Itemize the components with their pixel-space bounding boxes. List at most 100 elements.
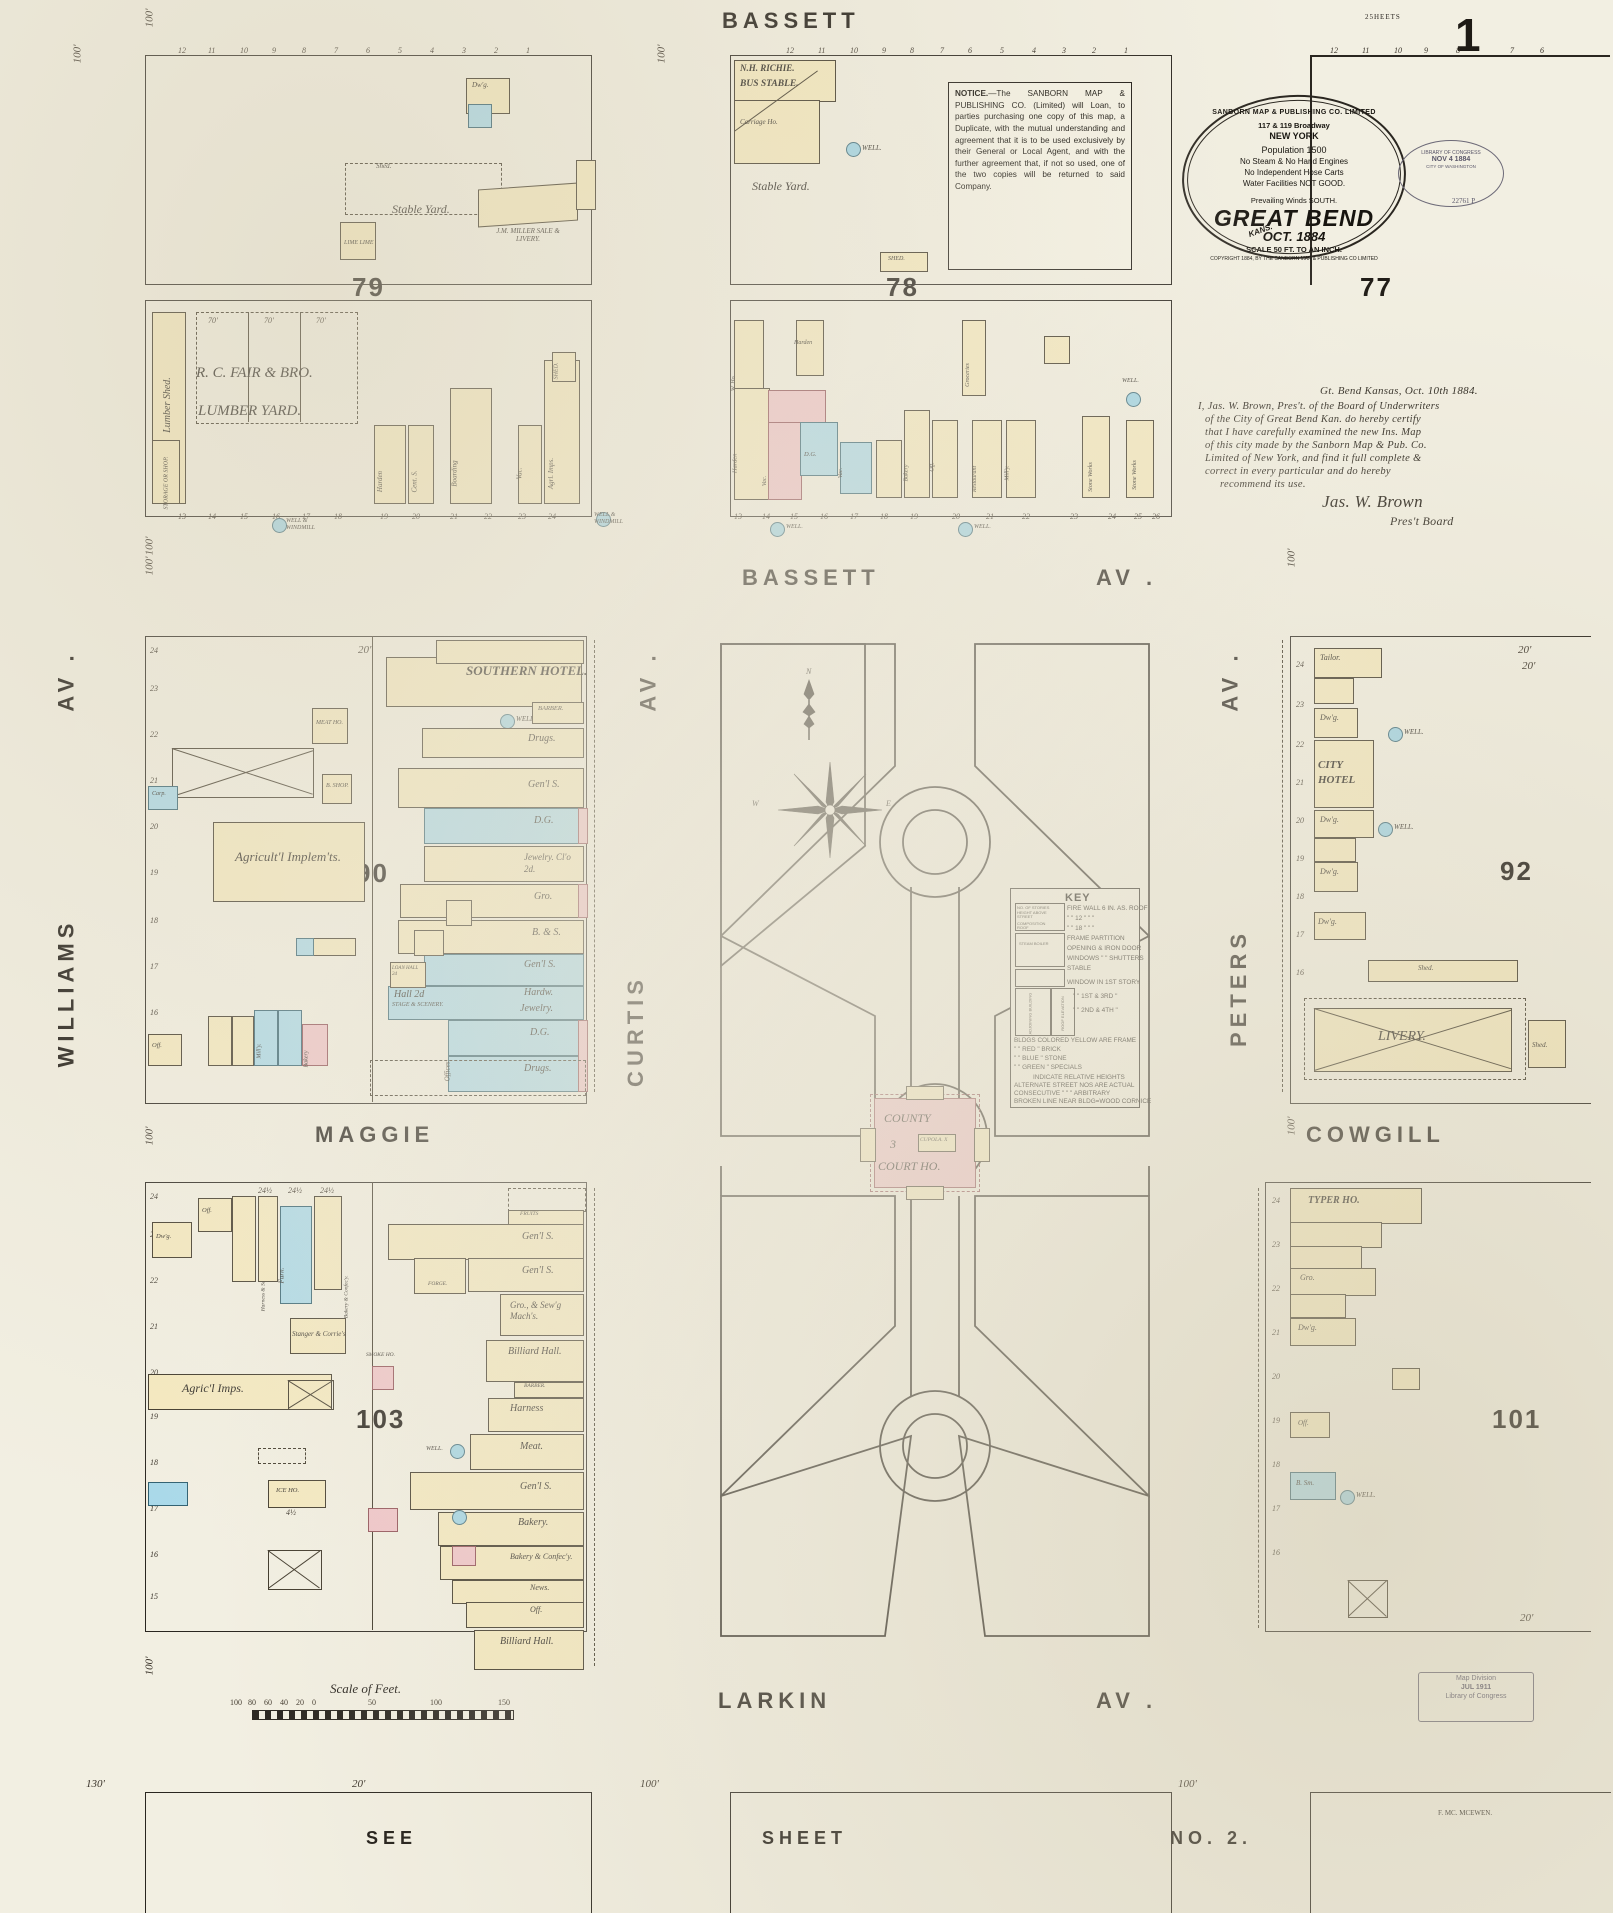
building-millinery-78b bbox=[1006, 420, 1036, 498]
well-78b-1 bbox=[770, 522, 785, 537]
label-gents-103a: Gen'l S. bbox=[522, 1231, 554, 1242]
building-agricult-implements bbox=[213, 822, 365, 902]
street-williams: WILLIAMS bbox=[53, 918, 79, 1068]
label-vac-78b: Vac. bbox=[838, 467, 845, 479]
building-shed-79b bbox=[552, 352, 576, 382]
street-bassett-top: BASSETT bbox=[722, 8, 860, 33]
building-furn-103 bbox=[280, 1206, 312, 1304]
block-number-101: 101 bbox=[1492, 1404, 1542, 1434]
sheet-corner-code: 25HEETS bbox=[1365, 13, 1401, 21]
label-gents-103c: Gen'l S. bbox=[520, 1481, 552, 1492]
building-shed-92 bbox=[1368, 960, 1518, 982]
dim-100-mid-r: 100' bbox=[1285, 548, 1298, 568]
dim-100-left-upper: 100' bbox=[143, 1126, 156, 1146]
dim-130-bottom: 130' bbox=[86, 1778, 105, 1790]
building-dg2-90 bbox=[448, 1020, 584, 1056]
cert-line1: I, Jas. W. Brown, Pres't. of the Board o… bbox=[1198, 401, 1440, 412]
label-well-78: WELL. bbox=[862, 144, 882, 152]
building-loan-hall-90 bbox=[390, 962, 426, 988]
key-color-2: " " BLUE " STONE bbox=[1014, 1055, 1067, 1062]
key-inset-label-3: STEAM BOILER bbox=[1019, 941, 1049, 946]
building-news-103 bbox=[452, 1580, 584, 1604]
block-90-east-dash bbox=[582, 640, 595, 1092]
street-larkin-av: AV . bbox=[1096, 1688, 1158, 1713]
cert-line7: recommend its use. bbox=[1220, 479, 1306, 490]
label-billiard-hall2-103: Billiard Hall. bbox=[500, 1636, 554, 1647]
label-dwg-92a: Dw'g. bbox=[1320, 713, 1339, 722]
lumberyard-divider-1 bbox=[248, 312, 249, 422]
label-off-78b: Off. bbox=[929, 462, 936, 472]
dim-100-left-top: 100' bbox=[71, 44, 84, 64]
scale-tick-7: 100 bbox=[430, 1698, 442, 1707]
building-dwg-101 bbox=[1290, 1318, 1356, 1346]
building-row-90a bbox=[208, 1016, 232, 1066]
building-boarding-79b bbox=[450, 388, 492, 504]
scale-tick-8: 150 bbox=[498, 1698, 510, 1707]
label-restaurant-78b: Restaurant bbox=[972, 465, 979, 493]
block-103-rear-dash bbox=[508, 1188, 586, 1212]
scale-bar-label: Scale of Feet. bbox=[330, 1681, 402, 1696]
label-well-90-1: WELL. bbox=[516, 715, 536, 723]
key-inset-label-6: ROOF ELEVATION bbox=[1059, 996, 1065, 1031]
label-storage-shop: STORAGE OR SHOP. bbox=[163, 456, 170, 510]
building-pink-103 bbox=[368, 1508, 398, 1532]
building-blue-103 bbox=[148, 1482, 188, 1506]
building-off-78b bbox=[932, 420, 958, 498]
seal-city: NEW YORK bbox=[1269, 131, 1319, 141]
lumberyard-bays bbox=[196, 312, 358, 424]
label-jewelry-90: Jewelry. Cl'o 2d. bbox=[524, 852, 571, 874]
label-bakery-confec2-103: Bakery & Confec'y. bbox=[510, 1552, 573, 1561]
building-forge-103 bbox=[414, 1258, 466, 1294]
building-row-90b bbox=[232, 1016, 254, 1066]
building-bakery-78b bbox=[904, 410, 930, 498]
key-color-3: " " GREEN " SPECIALS bbox=[1014, 1064, 1082, 1071]
label-bsm-101: B. Sm. bbox=[1296, 1479, 1315, 1487]
notice-heading: NOTICE. bbox=[955, 89, 989, 98]
cert-line2: of the City of Great Bend Kan. do hereby… bbox=[1205, 414, 1421, 425]
seal-water: Water Facilities NOT GOOD. bbox=[1242, 179, 1346, 188]
loc-copyright-l3: CITY OF WASHINGTON bbox=[1426, 164, 1476, 170]
building-row-90c bbox=[254, 1010, 278, 1066]
label-court-ho: COURT HO. bbox=[878, 1159, 941, 1173]
label-stable-yard-79: Stable Yard. bbox=[392, 202, 450, 216]
seal-engines: No Steam & No Hand Engines bbox=[1239, 157, 1349, 166]
key-line-7: WINDOW IN 1ST STORY bbox=[1067, 979, 1141, 986]
label-dwg-92b: Dw'g. bbox=[1320, 815, 1339, 824]
building-cupola bbox=[918, 1134, 956, 1152]
label-gents-79b: Cent. S. bbox=[410, 470, 419, 493]
building-dwg-92c bbox=[1314, 810, 1374, 838]
loc-copyright-l2: NOV 4 1884 bbox=[1431, 156, 1471, 163]
label-bs-90: B. & S. bbox=[532, 927, 561, 938]
block-101-outline bbox=[1265, 1182, 1591, 1632]
building-icebox-103 bbox=[268, 1480, 326, 1508]
note-see: SEE bbox=[366, 1828, 418, 1848]
street-larkin: LARKIN bbox=[718, 1688, 832, 1713]
label-gro-90: Gro. bbox=[534, 891, 553, 902]
label-fair-bro: R. C. FAIR & BRO. bbox=[196, 365, 313, 381]
building-dwg-103 bbox=[152, 1222, 192, 1258]
cert-place-date: Gt. Bend Kansas, Oct. 10th 1884. bbox=[1320, 385, 1478, 397]
label-jewelry2-90: Jewelry. bbox=[520, 1003, 554, 1014]
building-miller-livery bbox=[478, 182, 578, 228]
label-off-103b: Off. bbox=[530, 1605, 543, 1614]
building-small-90b bbox=[296, 938, 314, 956]
block-103-mid-line bbox=[372, 1182, 373, 1630]
dim-20-bottom-l: 20' bbox=[352, 1778, 366, 1790]
building-bsm-101 bbox=[1290, 1472, 1336, 1500]
key-line-0: FIRE WALL 6 IN. AS. ROOF bbox=[1067, 905, 1148, 912]
block-101-west-dash bbox=[1258, 1188, 1267, 1628]
label-lime-79: LIME LIME bbox=[344, 240, 374, 246]
well-92-2 bbox=[1378, 822, 1393, 837]
building-vac2-78b bbox=[876, 440, 902, 498]
well-79b bbox=[272, 518, 287, 533]
sanborn-seal: SANBORN MAP & PUBLISHING CO. LIMITED 117… bbox=[1177, 89, 1411, 265]
label-hardw-90: Hardw. bbox=[524, 987, 554, 998]
street-bassett-av-right: AV . bbox=[1096, 565, 1158, 590]
key-inset-adjoin bbox=[1015, 988, 1051, 1036]
building-smoke-ho-103 bbox=[372, 1366, 394, 1390]
loc-receipt-number: 22761 P bbox=[1452, 197, 1476, 205]
block-103-east-dash bbox=[582, 1188, 595, 1666]
seal-town: GREAT BEND bbox=[1213, 205, 1375, 231]
building-wbo-78b bbox=[796, 320, 824, 376]
label-dwg-103: Dw'g. bbox=[156, 1233, 172, 1240]
